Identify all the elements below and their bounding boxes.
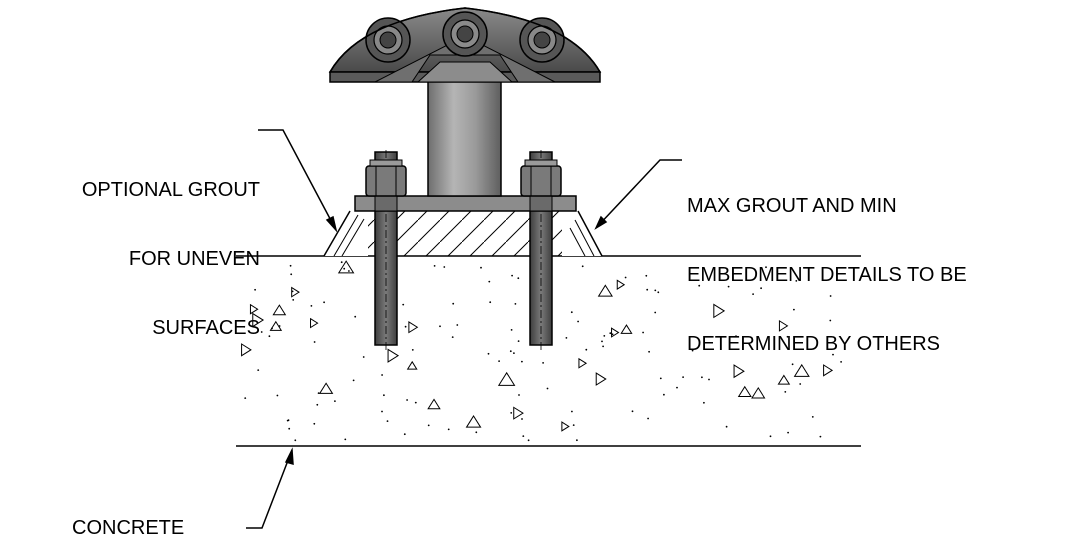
- optional-grout-line-3: SURFACES: [152, 317, 260, 339]
- dome-bolt-right-icon: [519, 17, 565, 63]
- concrete-label: CONCRETE: [72, 517, 185, 539]
- optional-grout-label: OPTIONAL GROUT FOR UNEVEN SURFACES: [8, 133, 260, 363]
- grout-pad: [323, 210, 603, 257]
- max-grout-line-1: MAX GROUT AND MIN: [687, 195, 897, 217]
- dome-bolt-center-icon: [442, 11, 488, 57]
- optional-grout-line-1: OPTIONAL GROUT: [81, 179, 260, 201]
- max-grout-label: MAX GROUT AND MIN EMBEDMENT DETAILS TO B…: [687, 149, 967, 379]
- dome-bolt-left-icon: [365, 17, 411, 63]
- base-plate: [354, 195, 577, 212]
- leader-max-grout: [594, 159, 682, 230]
- max-grout-line-3: DETERMINED BY OTHERS: [687, 333, 940, 355]
- nut-right: [520, 159, 562, 197]
- leader-optional-grout: [258, 129, 338, 233]
- nut-left: [365, 159, 407, 197]
- post-column: [427, 77, 502, 197]
- dome-cap: [320, 0, 610, 83]
- concrete-slab: [236, 255, 861, 447]
- max-grout-line-2: EMBEDMENT DETAILS TO BE: [687, 264, 967, 286]
- leader-concrete: [246, 447, 294, 529]
- optional-grout-line-2: FOR UNEVEN: [128, 248, 260, 270]
